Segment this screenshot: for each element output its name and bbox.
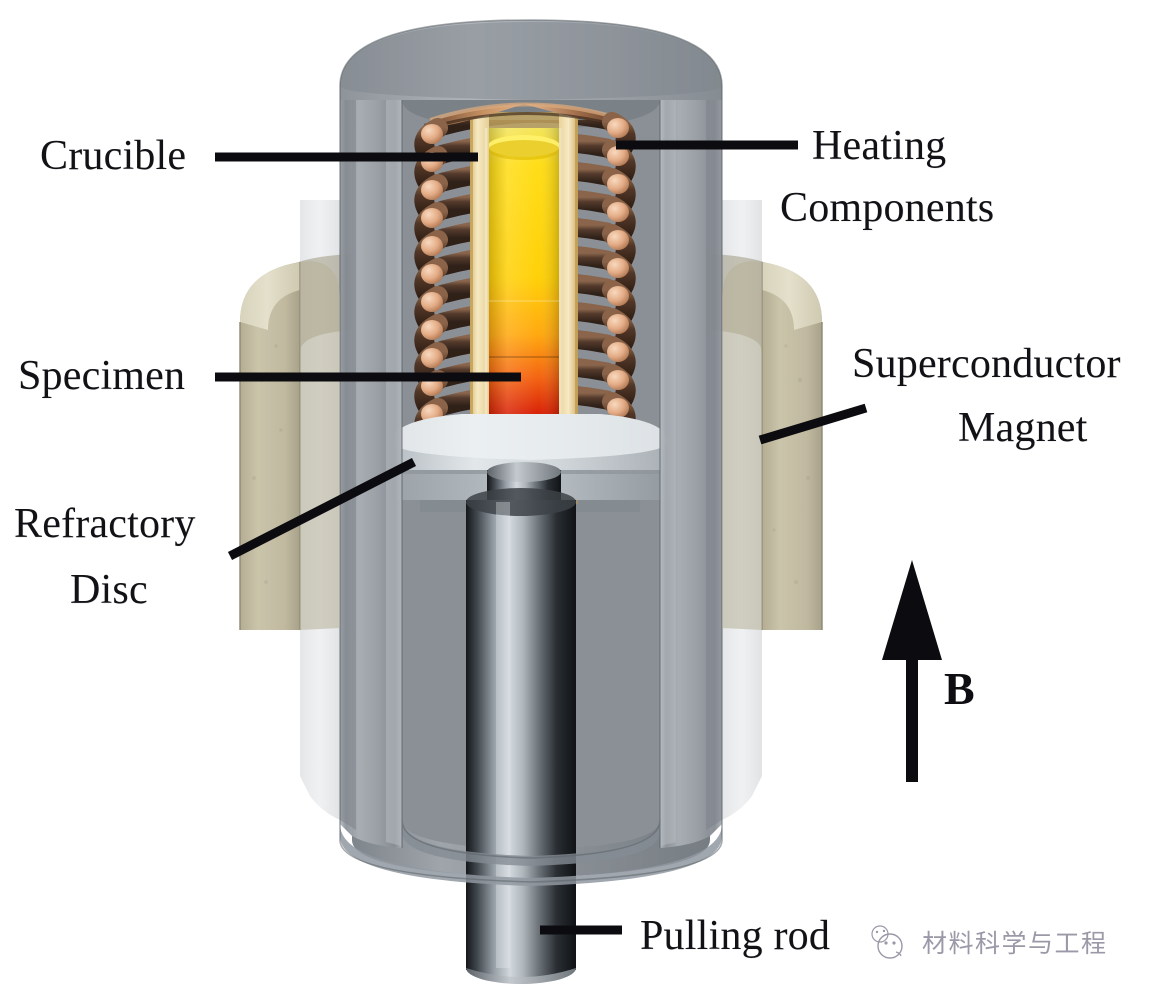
magnet-leader <box>758 403 868 445</box>
label-magnet-line1: Superconductor <box>852 341 1121 387</box>
circle-smile-logo-icon <box>871 925 903 959</box>
heating-coil-front-turns <box>414 112 636 478</box>
label-crucible: Crucible <box>40 133 187 179</box>
label-pulling-rod: Pulling rod <box>640 913 831 959</box>
label-heating-line1: Heating <box>812 123 947 169</box>
label-heating-line2: Components <box>780 185 995 231</box>
magnetic-field-arrow <box>882 560 942 782</box>
watermark: 材料科学与工程 <box>866 922 1108 962</box>
refractory-leader <box>227 457 417 561</box>
label-refractory-line1: Refractory <box>14 501 196 547</box>
watermark-text: 材料科学与工程 <box>922 929 1108 958</box>
label-field-symbol-b: B <box>944 663 975 714</box>
leader-lines <box>215 140 868 935</box>
label-refractory-line2: Disc <box>70 567 148 613</box>
label-specimen: Specimen <box>18 353 186 399</box>
pulling-rod <box>466 462 576 984</box>
superconductor-magnet <box>239 261 823 630</box>
label-magnet-line2: Magnet <box>958 405 1088 451</box>
heating-coil-top-ring <box>424 102 624 130</box>
